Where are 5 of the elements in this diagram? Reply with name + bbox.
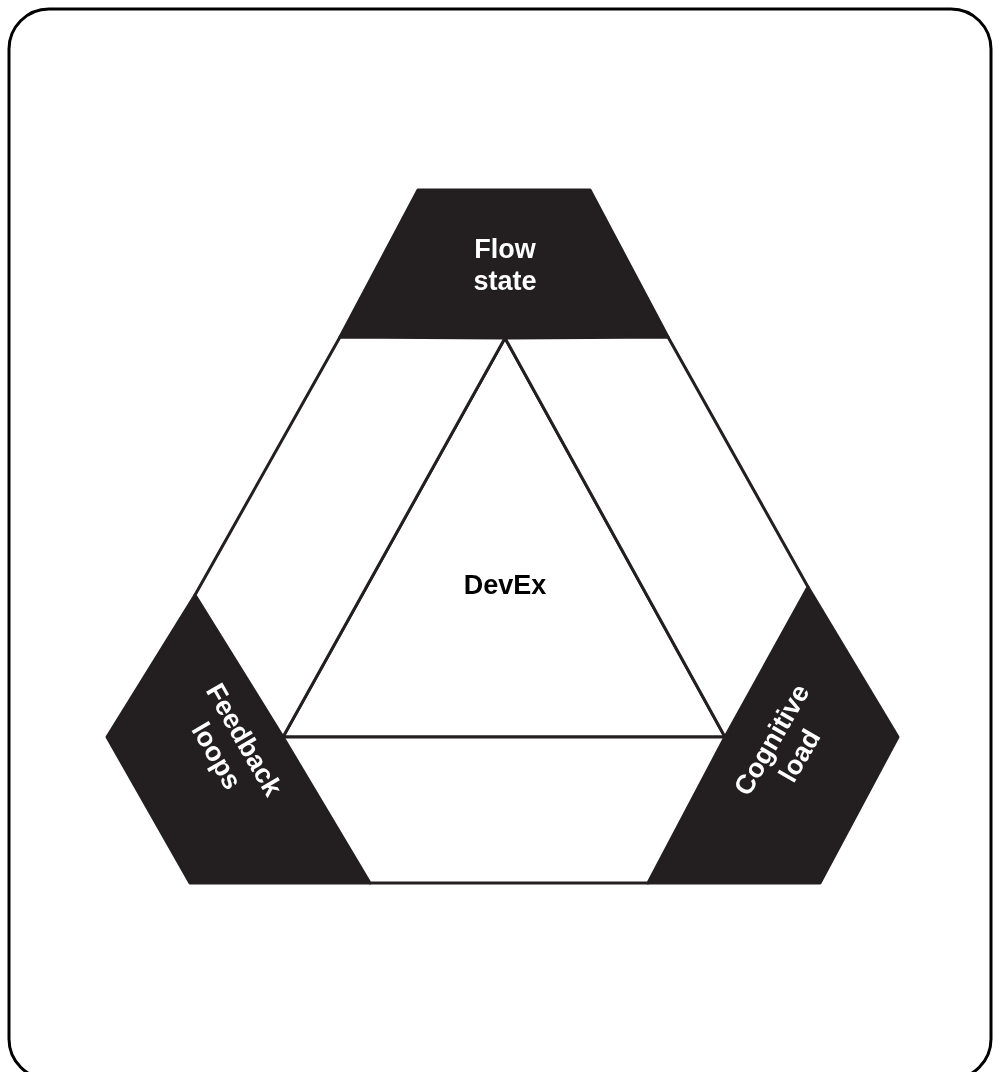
trapezoid-shape: [107, 595, 370, 883]
trapezoid-shape: [648, 587, 898, 883]
node-label: Flow state: [472, 232, 538, 298]
node-label: DevEx: [462, 568, 548, 602]
trapezoid-shape: [283, 737, 725, 883]
